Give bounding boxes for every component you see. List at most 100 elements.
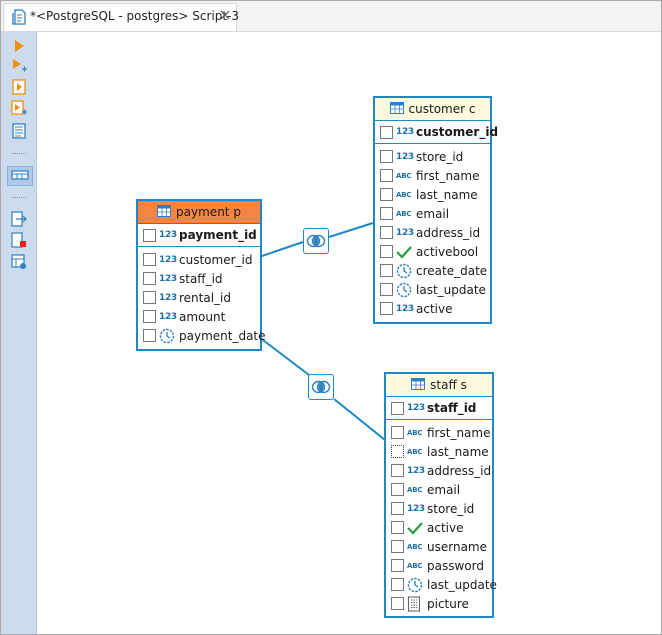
column-select-checkbox[interactable]	[380, 169, 393, 182]
execute-statement-button[interactable]	[10, 38, 28, 56]
column-select-checkbox[interactable]	[391, 521, 404, 534]
execute-script-new-tab-button[interactable]	[10, 99, 28, 118]
query-manager-button[interactable]	[7, 166, 33, 186]
checkmark-icon	[396, 245, 414, 259]
close-icon[interactable]	[219, 9, 231, 21]
column-name: email	[416, 206, 450, 221]
column-name: first_name	[427, 425, 491, 440]
column-select-checkbox[interactable]	[143, 329, 156, 342]
entity-header[interactable]: customer c	[375, 98, 490, 121]
numeric-type-icon: 123	[159, 311, 177, 322]
column-row[interactable]: picture	[386, 594, 492, 613]
column-select-checkbox[interactable]	[380, 245, 393, 258]
column-row[interactable]: payment_date	[138, 326, 266, 345]
play-icon	[13, 39, 25, 56]
column-name: customer_id	[416, 125, 499, 139]
column-select-checkbox[interactable]	[143, 272, 156, 285]
column-select-checkbox[interactable]	[380, 302, 393, 315]
tab-script-3[interactable]: *<PostgreSQL - postgres> Script-3	[3, 3, 239, 31]
column-select-checkbox[interactable]	[391, 578, 404, 591]
column-select-checkbox[interactable]	[391, 540, 404, 553]
column-select-checkbox[interactable]	[380, 188, 393, 201]
execute-in-new-tab-button[interactable]	[10, 58, 28, 76]
column-row[interactable]: last_update	[375, 280, 490, 299]
column-select-checkbox[interactable]	[380, 150, 393, 163]
column-select-checkbox[interactable]	[143, 291, 156, 304]
numeric-type-icon: 123	[396, 151, 414, 162]
column-select-checkbox[interactable]	[380, 264, 393, 277]
plan-icon	[12, 122, 26, 142]
column-row[interactable]: activebool	[375, 242, 490, 261]
column-select-checkbox[interactable]	[380, 207, 393, 220]
show-panels-button[interactable]	[10, 253, 28, 272]
execute-script-button[interactable]	[10, 78, 28, 97]
column-select-checkbox[interactable]	[391, 464, 404, 477]
entity-title: staff s	[430, 378, 467, 392]
numeric-type-icon: 123	[159, 230, 177, 240]
column-row[interactable]: create_date	[375, 261, 490, 280]
column-row[interactable]: active	[386, 518, 492, 537]
table-icon	[389, 101, 404, 117]
column-name: last_name	[416, 187, 478, 202]
entity-title: customer c	[408, 102, 476, 116]
column-select-checkbox[interactable]	[391, 502, 404, 515]
column-select-checkbox[interactable]	[391, 597, 404, 610]
numeric-type-icon: 123	[396, 303, 414, 314]
numeric-type-icon: 123	[407, 503, 425, 514]
column-select-checkbox[interactable]	[380, 125, 393, 139]
column-select-checkbox[interactable]	[391, 483, 404, 496]
column-select-checkbox[interactable]	[380, 226, 393, 239]
column-select-checkbox[interactable]	[143, 228, 156, 242]
numeric-type-icon: 123	[396, 227, 414, 238]
checkmark-icon	[407, 521, 425, 535]
column-select-checkbox[interactable]	[143, 253, 156, 266]
numeric-type-icon: 123	[396, 127, 414, 137]
text-type-icon: ABC	[396, 190, 412, 199]
explain-plan-button[interactable]	[10, 122, 28, 142]
column-row[interactable]: last_update	[386, 575, 497, 594]
entity-header[interactable]: payment p	[138, 201, 260, 224]
query-manager-icon	[11, 169, 29, 184]
join-staff-icon[interactable]	[308, 374, 334, 400]
column-select-checkbox[interactable]	[391, 426, 404, 439]
column-row[interactable]: ABC last_name	[375, 185, 490, 204]
table-icon	[411, 377, 426, 393]
column-select-checkbox[interactable]	[380, 283, 393, 296]
clock-icon	[407, 577, 425, 592]
clock-icon	[159, 328, 177, 343]
column-select-checkbox[interactable]	[391, 401, 404, 415]
column-select-checkbox[interactable]	[391, 445, 404, 458]
entity-header[interactable]: staff s	[386, 374, 492, 397]
column-select-checkbox[interactable]	[391, 559, 404, 572]
join-customer-icon[interactable]	[303, 228, 329, 254]
column-name: staff_id	[427, 401, 477, 415]
join-line-payment-staff	[333, 398, 386, 441]
export-button[interactable]	[10, 210, 28, 229]
close-panel-button[interactable]	[10, 231, 28, 250]
column-select-checkbox[interactable]	[143, 310, 156, 323]
